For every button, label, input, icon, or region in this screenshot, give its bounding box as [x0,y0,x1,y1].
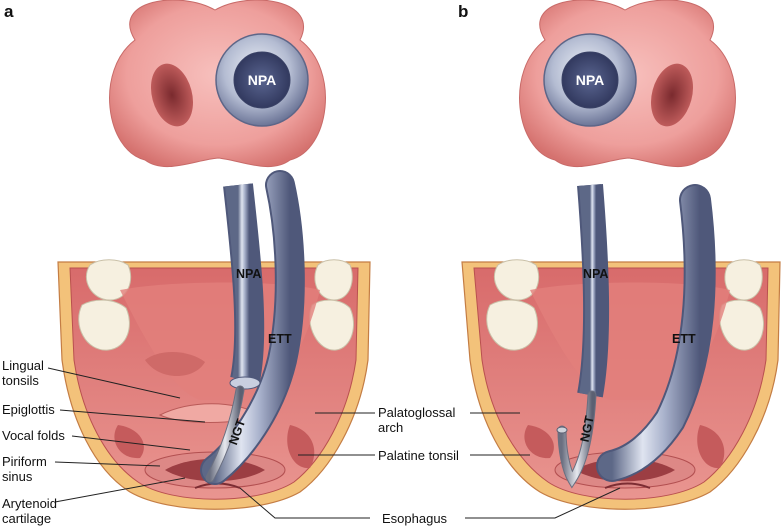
nose-b [519,0,736,168]
label-palatine-tonsil: Palatine tonsil [378,448,459,463]
leaders-a [47,367,370,519]
panel-b [298,0,781,519]
npa-tube-label-b: NPA [583,267,609,281]
npa-tube-label-a: NPA [236,267,262,281]
label-vocal-folds: Vocal folds [2,428,65,443]
label-arytenoid-cartilage: Arytenoid cartilage [2,496,57,526]
npa-ring-label-b: NPA [575,72,605,88]
ett-tube-label-b: ETT [672,332,696,346]
nose-a [109,0,326,168]
label-lingual-tonsils: Lingual tonsils [2,358,44,388]
label-piriform-sinus-line2: sinus [2,469,33,484]
label-lingual-tonsils-line2: tonsils [2,373,39,388]
npa-ring-label-a: NPA [247,72,277,88]
ett-tube-label-a: ETT [268,332,292,346]
tubes-b [556,183,716,489]
label-esophagus: Esophagus [382,511,448,526]
label-palatoglossal-arch: Palatoglossal arch [378,405,455,435]
panel-letter-b: b [458,2,469,21]
label-arytenoid-line1: Arytenoid [2,496,57,511]
label-palatoglossal-line2: arch [378,420,404,435]
panel-letter-a: a [4,2,14,21]
label-piriform-sinus: Piriform sinus [2,454,47,484]
leaders-b [298,412,621,519]
label-epiglottis: Epiglottis [2,402,55,417]
label-piriform-sinus-line1: Piriform [2,454,47,469]
label-palatoglossal-line1: Palatoglossal [378,405,456,420]
label-arytenoid-line2: cartilage [2,511,52,526]
label-lingual-tonsils-line1: Lingual [2,358,44,373]
tubes-a [200,170,305,485]
panel-a [47,0,371,519]
